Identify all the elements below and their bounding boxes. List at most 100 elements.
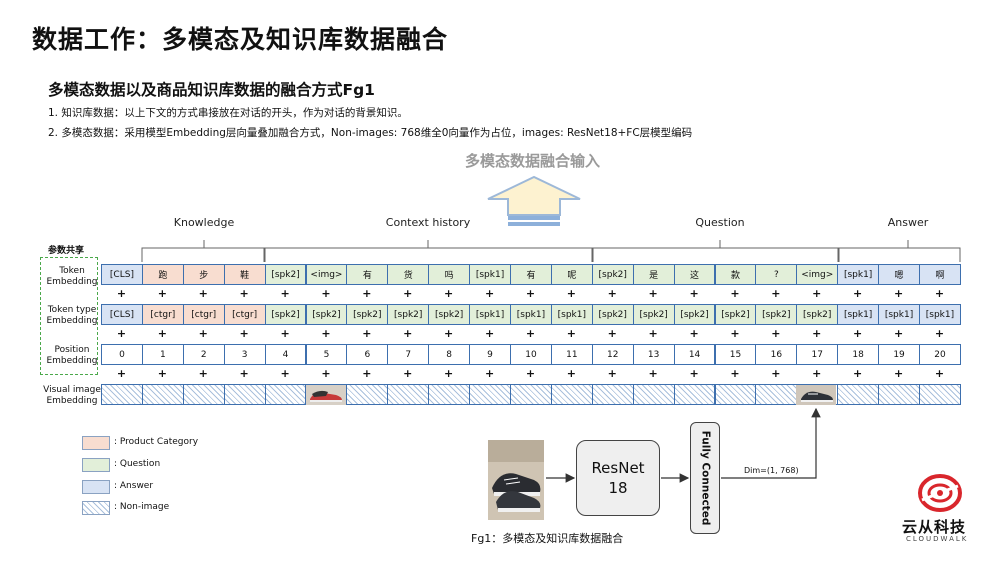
plus-sign: + <box>239 327 249 340</box>
plus-sign: + <box>689 367 699 380</box>
token-type-cell: [spk2] <box>632 304 675 325</box>
bullet-knowledge: 1. 知识库数据：以上下文的方式串接放在对话的开头，作为对话的背景知识。 <box>48 107 408 119</box>
plus-sign: + <box>116 327 127 340</box>
plus-sign: + <box>853 367 863 380</box>
plus-sign: + <box>116 287 127 300</box>
plus-sign: + <box>116 367 127 380</box>
bullet-multimodal: 2. 多模态数据：采用模型Embedding层向量叠加融合方式，Non-imag… <box>48 127 693 139</box>
group-label-context-history: Context history <box>385 216 471 229</box>
token-cell: 货 <box>387 264 430 285</box>
legend-swatch-question <box>82 458 110 472</box>
legend-label-non-image: : Non-image <box>114 502 170 512</box>
plus-sign: + <box>525 327 536 340</box>
slide-title: 数据工作：多模态及知识库数据融合 <box>32 25 449 54</box>
up-arrow-icon <box>487 175 581 226</box>
plus-sign: + <box>566 327 576 340</box>
cloudwalk-logo-icon <box>918 474 962 512</box>
logo-text: 云从科技 <box>902 518 967 536</box>
plus-sign: + <box>484 367 495 380</box>
plus-sign: + <box>444 367 454 380</box>
position-cell: 1 <box>141 344 184 365</box>
token-type-cell: [spk2] <box>591 304 634 325</box>
shoe-thumbnail-2 <box>796 385 836 405</box>
visual-cell <box>919 384 961 405</box>
resnet18-block: ResNet 18 <box>576 440 660 516</box>
legend-label-product-category: : Product Category <box>114 437 199 447</box>
plus-sign: + <box>566 367 576 380</box>
row-label-token-type: Token type Embedding <box>46 305 98 326</box>
plus-sign: + <box>812 327 822 340</box>
row-label-position: Position Embedding <box>46 345 98 366</box>
position-cell: 20 <box>919 344 961 365</box>
legend-label-answer: : Answer <box>114 481 154 491</box>
section-subtitle: 多模态数据以及商品知识库数据的融合方式Fg1 <box>48 81 375 99</box>
position-cell: 2 <box>182 344 225 365</box>
group-label-question: Question <box>695 216 745 229</box>
brace-question <box>592 240 839 262</box>
position-cell: 10 <box>510 344 552 365</box>
legend-label-question: : Question <box>114 459 161 469</box>
plus-sign: + <box>157 367 167 380</box>
token-cell: 啊 <box>919 264 961 285</box>
group-label-answer: Answer <box>887 216 929 229</box>
group-label-knowledge: Knowledge <box>173 216 235 229</box>
plus-sign: + <box>648 367 658 380</box>
plus-sign: + <box>648 287 658 300</box>
plus-sign: + <box>198 327 208 340</box>
figure-caption: Fg1：多模态及知识库数据融合 <box>471 532 624 545</box>
dim-label: Dim=(1, 768) <box>744 466 799 475</box>
plus-sign: + <box>362 287 372 300</box>
logo-subtext: CLOUDWALK <box>906 535 969 543</box>
legend-swatch-product-category <box>82 436 110 450</box>
token-type-cell: [spk2] <box>714 304 757 325</box>
plus-sign: + <box>157 327 167 340</box>
plus-sign: + <box>321 327 331 340</box>
position-cell: 4 <box>264 344 307 365</box>
plus-sign: + <box>689 327 699 340</box>
param-share-label: 参数共享 <box>48 246 85 256</box>
plus-sign: + <box>239 287 249 300</box>
plus-sign: + <box>812 367 822 380</box>
token-type-cell: [spk1] <box>919 304 961 325</box>
plus-sign: + <box>730 367 740 380</box>
group-braces <box>141 240 961 262</box>
plus-sign: + <box>484 287 495 300</box>
plus-sign: + <box>198 367 208 380</box>
plus-sign: + <box>648 327 658 340</box>
plus-sign: + <box>934 327 945 340</box>
plus-sign: + <box>198 287 208 300</box>
arrow-fc-to-visual-embedding <box>721 407 821 479</box>
fusion-input-label: 多模态数据融合输入 <box>465 152 601 170</box>
row-label-token: Token Embedding <box>46 266 98 287</box>
plus-sign: + <box>607 327 617 340</box>
fully-connected-block: Fully Connected <box>690 422 720 534</box>
plus-sign: + <box>525 287 536 300</box>
shoe-thumbnail-1 <box>306 385 346 405</box>
plus-sign: + <box>239 367 249 380</box>
position-cell: 13 <box>632 344 675 365</box>
plus-sign: + <box>853 287 863 300</box>
plus-sign: + <box>280 367 290 380</box>
token-cell: 是 <box>632 264 675 285</box>
plus-sign: + <box>934 287 945 300</box>
plus-sign: + <box>444 287 454 300</box>
shared-params-dashed-box <box>40 257 98 375</box>
plus-sign: + <box>812 287 822 300</box>
plus-sign: + <box>893 287 904 300</box>
plus-sign: + <box>403 287 413 300</box>
legend-swatch-answer <box>82 480 110 494</box>
plus-sign: + <box>403 327 413 340</box>
plus-sign: + <box>730 287 740 300</box>
plus-sign: + <box>444 327 454 340</box>
plus-sign: + <box>607 367 617 380</box>
plus-sign: + <box>689 287 699 300</box>
plus-sign: + <box>730 327 740 340</box>
plus-sign: + <box>280 327 290 340</box>
plus-sign: + <box>934 367 945 380</box>
plus-sign: + <box>321 287 331 300</box>
plus-sign: + <box>321 367 331 380</box>
brace-answer <box>838 240 961 262</box>
row-label-visual: Visual image Embedding <box>43 385 101 406</box>
plus-sign: + <box>566 287 576 300</box>
plus-sign: + <box>893 327 904 340</box>
